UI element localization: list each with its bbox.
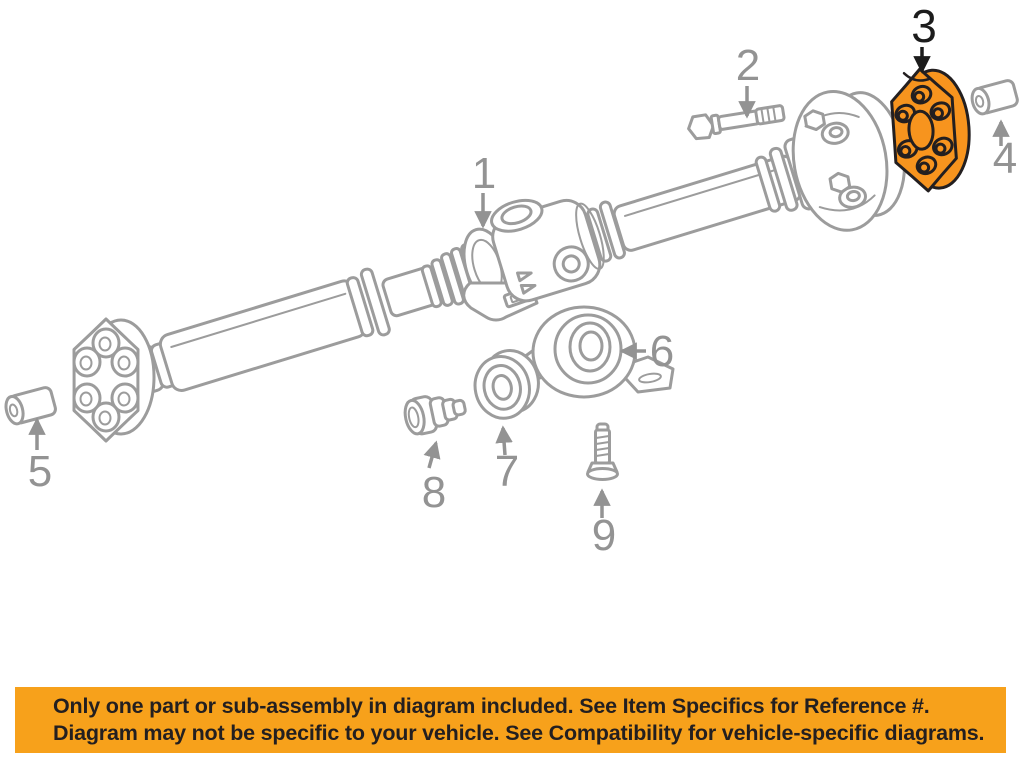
rear-flange-yoke	[791, 89, 906, 232]
rear-flex-disc-highlighted	[890, 67, 971, 193]
callout-8-arrow	[423, 440, 441, 469]
universal-joint	[490, 198, 605, 303]
driveshaft-diagram-canvas: 1 2 3 4 5 6 7 8 9	[4, 0, 1019, 560]
rubber-boot	[403, 395, 467, 436]
callout-4-label: 4	[993, 134, 1017, 183]
front-disc-bolt-holes	[72, 327, 140, 433]
support-bolt	[586, 422, 619, 481]
callout-9-label: 9	[592, 511, 616, 560]
disclaimer-line-2: Diagram may not be specific to your vehi…	[53, 721, 985, 745]
driveshaft-front-tube	[158, 279, 368, 392]
centering-bushing-front	[4, 386, 57, 426]
callout-3-label: 3	[911, 0, 937, 52]
front-flex-disc	[72, 317, 156, 443]
callout-7-label: 7	[495, 447, 519, 496]
rear-disc-bolt-bosses	[894, 84, 954, 176]
flange-bolt	[687, 104, 786, 141]
carrier-bearing	[473, 349, 540, 420]
callout-5-label: 5	[28, 447, 52, 496]
disclaimer-banner: Only one part or sub-assembly in diagram…	[15, 687, 1006, 753]
callout-8-label: 8	[422, 468, 446, 517]
callout-6-label: 6	[650, 327, 674, 376]
callout-7-arrow	[495, 425, 513, 456]
centering-bushing-rear	[970, 79, 1019, 116]
center-support-bearing	[518, 305, 675, 399]
disclaimer-line-1: Only one part or sub-assembly in diagram…	[53, 694, 930, 718]
callout-2-label: 2	[736, 41, 760, 90]
mid-collar-rings	[345, 267, 391, 338]
callout-1-label: 1	[472, 149, 496, 198]
callouts: 1 2 3 4 5 6 7 8 9	[28, 0, 1017, 560]
